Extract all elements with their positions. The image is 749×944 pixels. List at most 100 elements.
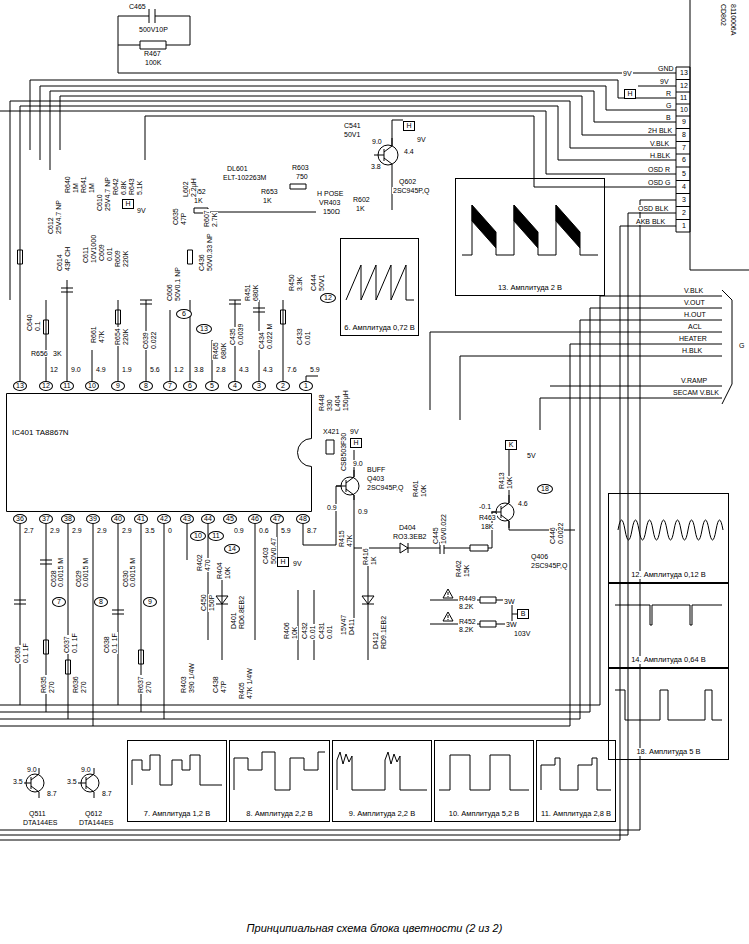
part-label: X421: [322, 428, 340, 435]
part-label: R461: [412, 479, 419, 498]
part-label: 750: [295, 173, 309, 180]
part-label: C637: [63, 635, 70, 654]
part-label: GND: [657, 65, 675, 72]
part-label: 15K: [463, 564, 470, 578]
part-label: 3W: [503, 598, 516, 605]
node-text: K: [509, 441, 514, 448]
part-label: 0.01: [309, 624, 316, 640]
part-label: C636: [14, 645, 21, 664]
oscillograms: [132, 205, 723, 790]
part-label: 7.6: [286, 366, 298, 373]
waveform: [615, 605, 722, 625]
part-label: R463: [478, 514, 497, 521]
node-text: 42: [160, 515, 168, 522]
part-label: 5.6: [149, 366, 161, 373]
oscillogram-box: 11. Амплитуда 2,8 В: [536, 740, 616, 822]
component-symbol: [14, 41, 496, 674]
oscillogram-box: 6. Амплитуда 0,72 В: [340, 238, 419, 336]
part-label: C609: [98, 243, 105, 262]
node-text: 10: [88, 382, 96, 389]
ic-pin: 42: [157, 514, 171, 524]
part-label: ELT-102263M: [222, 174, 267, 181]
part-label: C433: [296, 327, 303, 346]
part-label: L602: [182, 180, 189, 198]
ic-pin: 47: [270, 514, 284, 524]
part-label: C445: [432, 526, 439, 545]
part-label: 3.5: [66, 778, 78, 785]
transistor-body: [81, 774, 99, 792]
part-label: 150μH: [342, 389, 349, 412]
part-label: 15V47: [340, 614, 347, 636]
part-label: C436: [198, 253, 205, 272]
part-label: 4.6: [517, 500, 529, 507]
node-text: 37: [42, 515, 50, 522]
node-text: 43: [183, 515, 191, 522]
ic-pin: 39: [86, 514, 100, 524]
part-label: 2SC945P,Q: [530, 562, 568, 569]
node-text: 12. Амплитуда 0,12 В: [630, 571, 707, 579]
node-text: 11. Амплитуда 2,8 В: [540, 810, 612, 818]
part-label: 4.3: [238, 366, 250, 373]
part-label: 50V1: [343, 131, 361, 138]
test-point-callout: 14: [224, 544, 240, 554]
part-label: C438: [212, 675, 219, 694]
test-point-callout: 13: [196, 324, 212, 334]
part-label: R467: [143, 50, 162, 57]
part-label: 680K: [220, 342, 227, 360]
part-label: Q612: [84, 810, 103, 817]
part-label: 1M: [72, 182, 79, 194]
part-label: 0.01: [304, 330, 311, 346]
ic-pin: 13: [13, 381, 27, 391]
part-label: 9V: [292, 560, 303, 567]
part-label: R406: [283, 621, 290, 640]
part-label: 0.022 M: [266, 323, 273, 350]
part-label: R640: [64, 175, 71, 194]
part-label: C435: [229, 327, 236, 346]
part-label: 8.7: [46, 790, 58, 797]
part-label: R637: [137, 675, 144, 694]
waveform: [618, 520, 723, 540]
waveform: [346, 265, 414, 300]
ic-pin: 38: [61, 514, 75, 524]
supply-flag: H: [350, 438, 362, 448]
part-label: 270: [80, 680, 87, 694]
part-label: 220K: [122, 250, 129, 268]
waveform: [132, 755, 222, 785]
part-label: C638: [103, 635, 110, 654]
part-label: 3.5: [12, 778, 24, 785]
part-label: 150P: [208, 594, 215, 612]
part-label: 0.1 1F: [111, 632, 118, 654]
oscillogram-box: 7. Амплитуда 1,2 В: [127, 740, 227, 822]
node-text: H: [280, 558, 285, 565]
part-label: HEATER: [678, 335, 708, 342]
part-label: 9.0: [80, 766, 92, 773]
part-label: 9.0: [70, 366, 82, 373]
part-label: 8.2K: [458, 603, 474, 610]
part-label: 50V0.1 NP: [174, 266, 181, 302]
node-text: 36: [16, 515, 24, 522]
part-label: 2.8: [215, 366, 227, 373]
node-text: 11: [212, 532, 219, 539]
part-label: 2.9: [96, 527, 108, 534]
part-label: 4: [681, 183, 687, 190]
part-label: 0.0022: [557, 522, 564, 545]
node-text: 18: [541, 485, 549, 492]
transistor-body: [341, 477, 359, 495]
part-label: 50V1: [318, 274, 325, 292]
oscillogram-box: 8. Амплитуда 2,2 В: [229, 740, 330, 822]
part-label: 3K: [52, 350, 63, 357]
part-label: DTA144ES: [22, 819, 59, 826]
part-label: 390 1/4W: [188, 662, 195, 694]
supply-flag: B: [517, 609, 529, 619]
part-label: 2SC945P,Q: [366, 484, 404, 491]
part-label: R642: [112, 177, 119, 196]
part-label: C628: [50, 569, 57, 588]
part-label: 25V4.7 NP: [104, 176, 111, 212]
part-label: C446: [549, 526, 556, 545]
part-label: 0.0039: [237, 323, 244, 346]
part-label: G: [738, 342, 745, 349]
part-label: 500V10P: [138, 26, 169, 33]
part-label: 9.0: [352, 460, 364, 467]
test-point-callout: 12: [320, 293, 336, 303]
part-label: G: [665, 102, 672, 109]
